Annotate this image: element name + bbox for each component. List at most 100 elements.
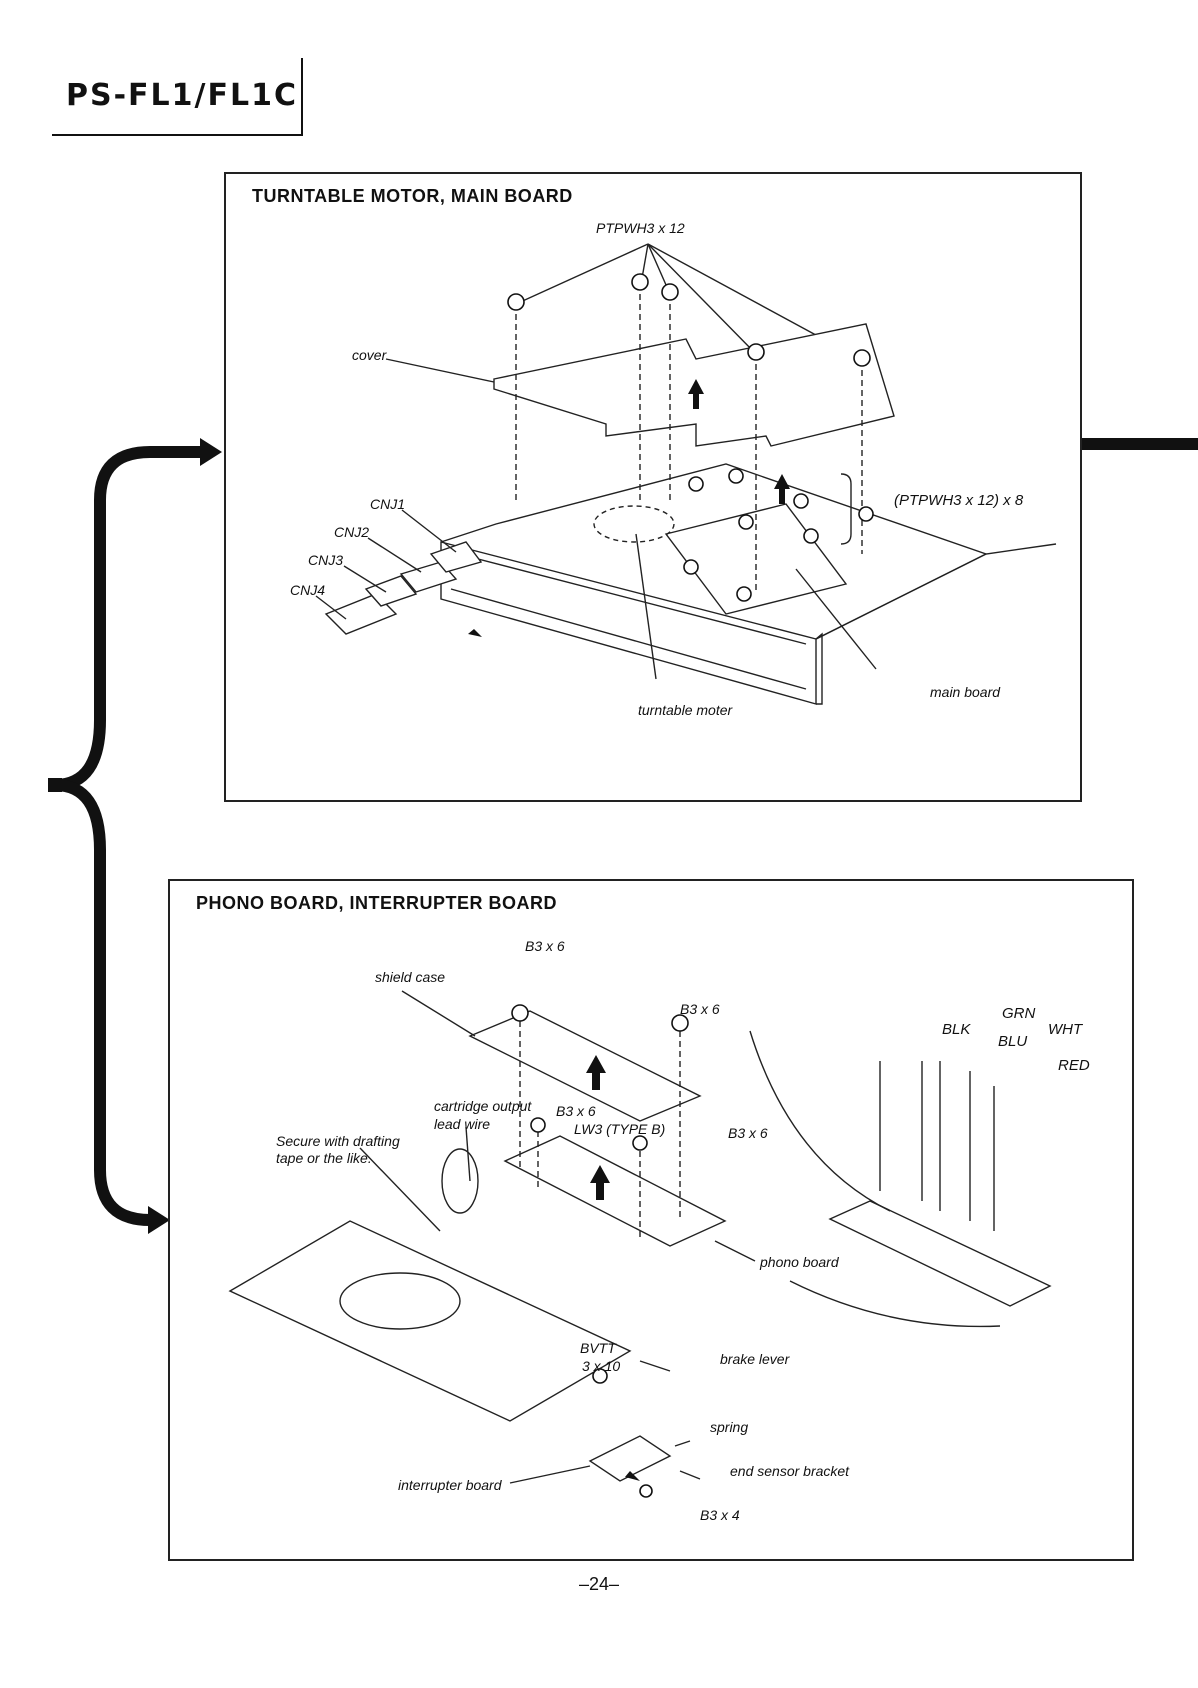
label-blk: BLK xyxy=(942,1021,971,1038)
label-cnj4: CNJ4 xyxy=(290,582,326,598)
screw-icon xyxy=(507,293,525,311)
screw-icon xyxy=(747,343,765,361)
panel-turntable-motor: TURNTABLE MOTOR, MAIN BOARD xyxy=(224,172,1082,802)
screw-icon xyxy=(592,1368,608,1384)
leader-cnj1 xyxy=(401,509,457,553)
label-spring: spring xyxy=(710,1419,749,1435)
shield-case-outline xyxy=(468,1010,702,1122)
leader-cnj3 xyxy=(343,565,387,593)
screw-icon xyxy=(688,476,704,492)
bracket-upper-arm xyxy=(54,446,210,791)
model-header-frame xyxy=(52,58,303,136)
screw-icon xyxy=(803,528,819,544)
label-grn: GRN xyxy=(1002,1005,1036,1022)
chassis-right-edge xyxy=(815,543,1057,640)
page-number: –24– xyxy=(578,1574,620,1594)
screw-icon xyxy=(683,559,699,575)
leader-motor xyxy=(635,533,657,680)
label-bvtt-size: 3 x 10 xyxy=(582,1358,621,1374)
chassis-slot-lines xyxy=(450,551,807,690)
leader-spring xyxy=(674,1440,691,1447)
model-number: PS-FL1/FL1C xyxy=(66,78,298,113)
screw-icon xyxy=(530,1117,546,1133)
leader-brake-lever xyxy=(639,1360,671,1372)
label-shield-case: shield case xyxy=(375,969,446,985)
screw-icon xyxy=(639,1484,653,1498)
label-bvtt: BVTT xyxy=(580,1340,616,1356)
label-cover: cover xyxy=(352,347,387,363)
screw-icon xyxy=(631,273,649,291)
screw-icon xyxy=(738,514,754,530)
label-b3x4: B3 x 4 xyxy=(700,1507,740,1523)
motor-outline xyxy=(593,505,675,543)
connector-cnj2 xyxy=(399,561,458,593)
label-cnj3: CNJ3 xyxy=(308,552,344,568)
inset-board-outline xyxy=(828,1200,1052,1307)
label-blu: BLU xyxy=(998,1033,1028,1050)
leader-cnj2 xyxy=(367,537,422,573)
screw-icon xyxy=(728,468,744,484)
lift-arrow-icon xyxy=(774,474,790,504)
label-b3x6-top: B3 x 6 xyxy=(525,938,565,954)
screw-icon xyxy=(853,349,871,367)
insert-arrow-icon xyxy=(468,629,482,637)
remove-arrow-icon xyxy=(625,1471,640,1481)
label-screws-top: PTPWH3 x 12 xyxy=(596,220,685,236)
continuation-bar xyxy=(1078,438,1198,450)
inset-callout-arc xyxy=(749,1030,891,1212)
phono-board-outline xyxy=(503,1135,727,1247)
label-turntable-motor: turntable moter xyxy=(638,702,733,718)
label-cnj2: CNJ2 xyxy=(334,524,370,540)
leader-shield-case xyxy=(401,990,476,1037)
label-wht: WHT xyxy=(1048,1021,1083,1038)
leader-cover xyxy=(385,358,495,383)
screw-icon xyxy=(793,493,809,509)
screw-icon xyxy=(736,586,752,602)
bracket-lower-arm xyxy=(54,779,160,1226)
label-lw3: LW3 (TYPE B) xyxy=(574,1121,666,1137)
label-cnj1: CNJ1 xyxy=(370,496,406,512)
label-screws-main: (PTPWH3 x 12) x 8 xyxy=(894,492,1024,509)
inset-callout-arc xyxy=(789,1280,1001,1328)
leader-cnj4 xyxy=(315,595,347,620)
connector-cnj3 xyxy=(364,575,418,607)
panel-title: PHONO BOARD, INTERRUPTER BOARD xyxy=(196,893,558,913)
label-phono-board: phono board xyxy=(760,1254,839,1270)
chassis-corner xyxy=(815,632,823,705)
screw-group-brace xyxy=(840,473,852,545)
screw-icon xyxy=(511,1004,529,1022)
leader-end-sensor xyxy=(679,1470,701,1480)
screw-icon xyxy=(858,506,874,522)
screw-icon xyxy=(671,1014,689,1032)
arrow-to-bottom-panel xyxy=(148,1206,170,1234)
turntable-exploded-diagram xyxy=(315,243,1057,705)
leader-main-board xyxy=(795,568,877,670)
screw-icon xyxy=(632,1135,648,1151)
screw-icon xyxy=(661,283,679,301)
leader-screw-4 xyxy=(647,243,757,355)
label-brake-lever: brake lever xyxy=(720,1351,790,1367)
label-end-sensor: end sensor bracket xyxy=(730,1463,850,1479)
lift-arrow-icon xyxy=(688,379,704,409)
lift-arrow-icon xyxy=(586,1055,606,1090)
leader-screw-1 xyxy=(515,243,649,305)
label-cartridge-wire: cartridge output lead wire xyxy=(434,1098,532,1132)
label-red: RED xyxy=(1058,1057,1090,1074)
label-b3x6-right: B3 x 6 xyxy=(680,1001,720,1017)
label-secure-note: Secure with drafting tape or the like. xyxy=(276,1133,400,1166)
leader-secure-note xyxy=(359,1147,441,1232)
label-b3x6-phono: B3 x 6 xyxy=(728,1125,768,1141)
panel-phono-board: PHONO BOARD, INTERRUPTER BOARD xyxy=(168,879,1134,1561)
leader-phono-board xyxy=(714,1240,756,1262)
chassis-base xyxy=(228,1220,632,1422)
label-interrupter-board: interrupter board xyxy=(398,1477,502,1493)
arrow-to-top-panel xyxy=(200,438,222,466)
tonearm-pivot xyxy=(441,1148,479,1214)
platter-hub xyxy=(339,1272,461,1330)
leader-interrupter xyxy=(509,1465,591,1484)
phono-exploded-diagram xyxy=(228,990,1052,1498)
label-main-board: main board xyxy=(930,684,1001,700)
lift-arrow-icon xyxy=(590,1165,610,1200)
